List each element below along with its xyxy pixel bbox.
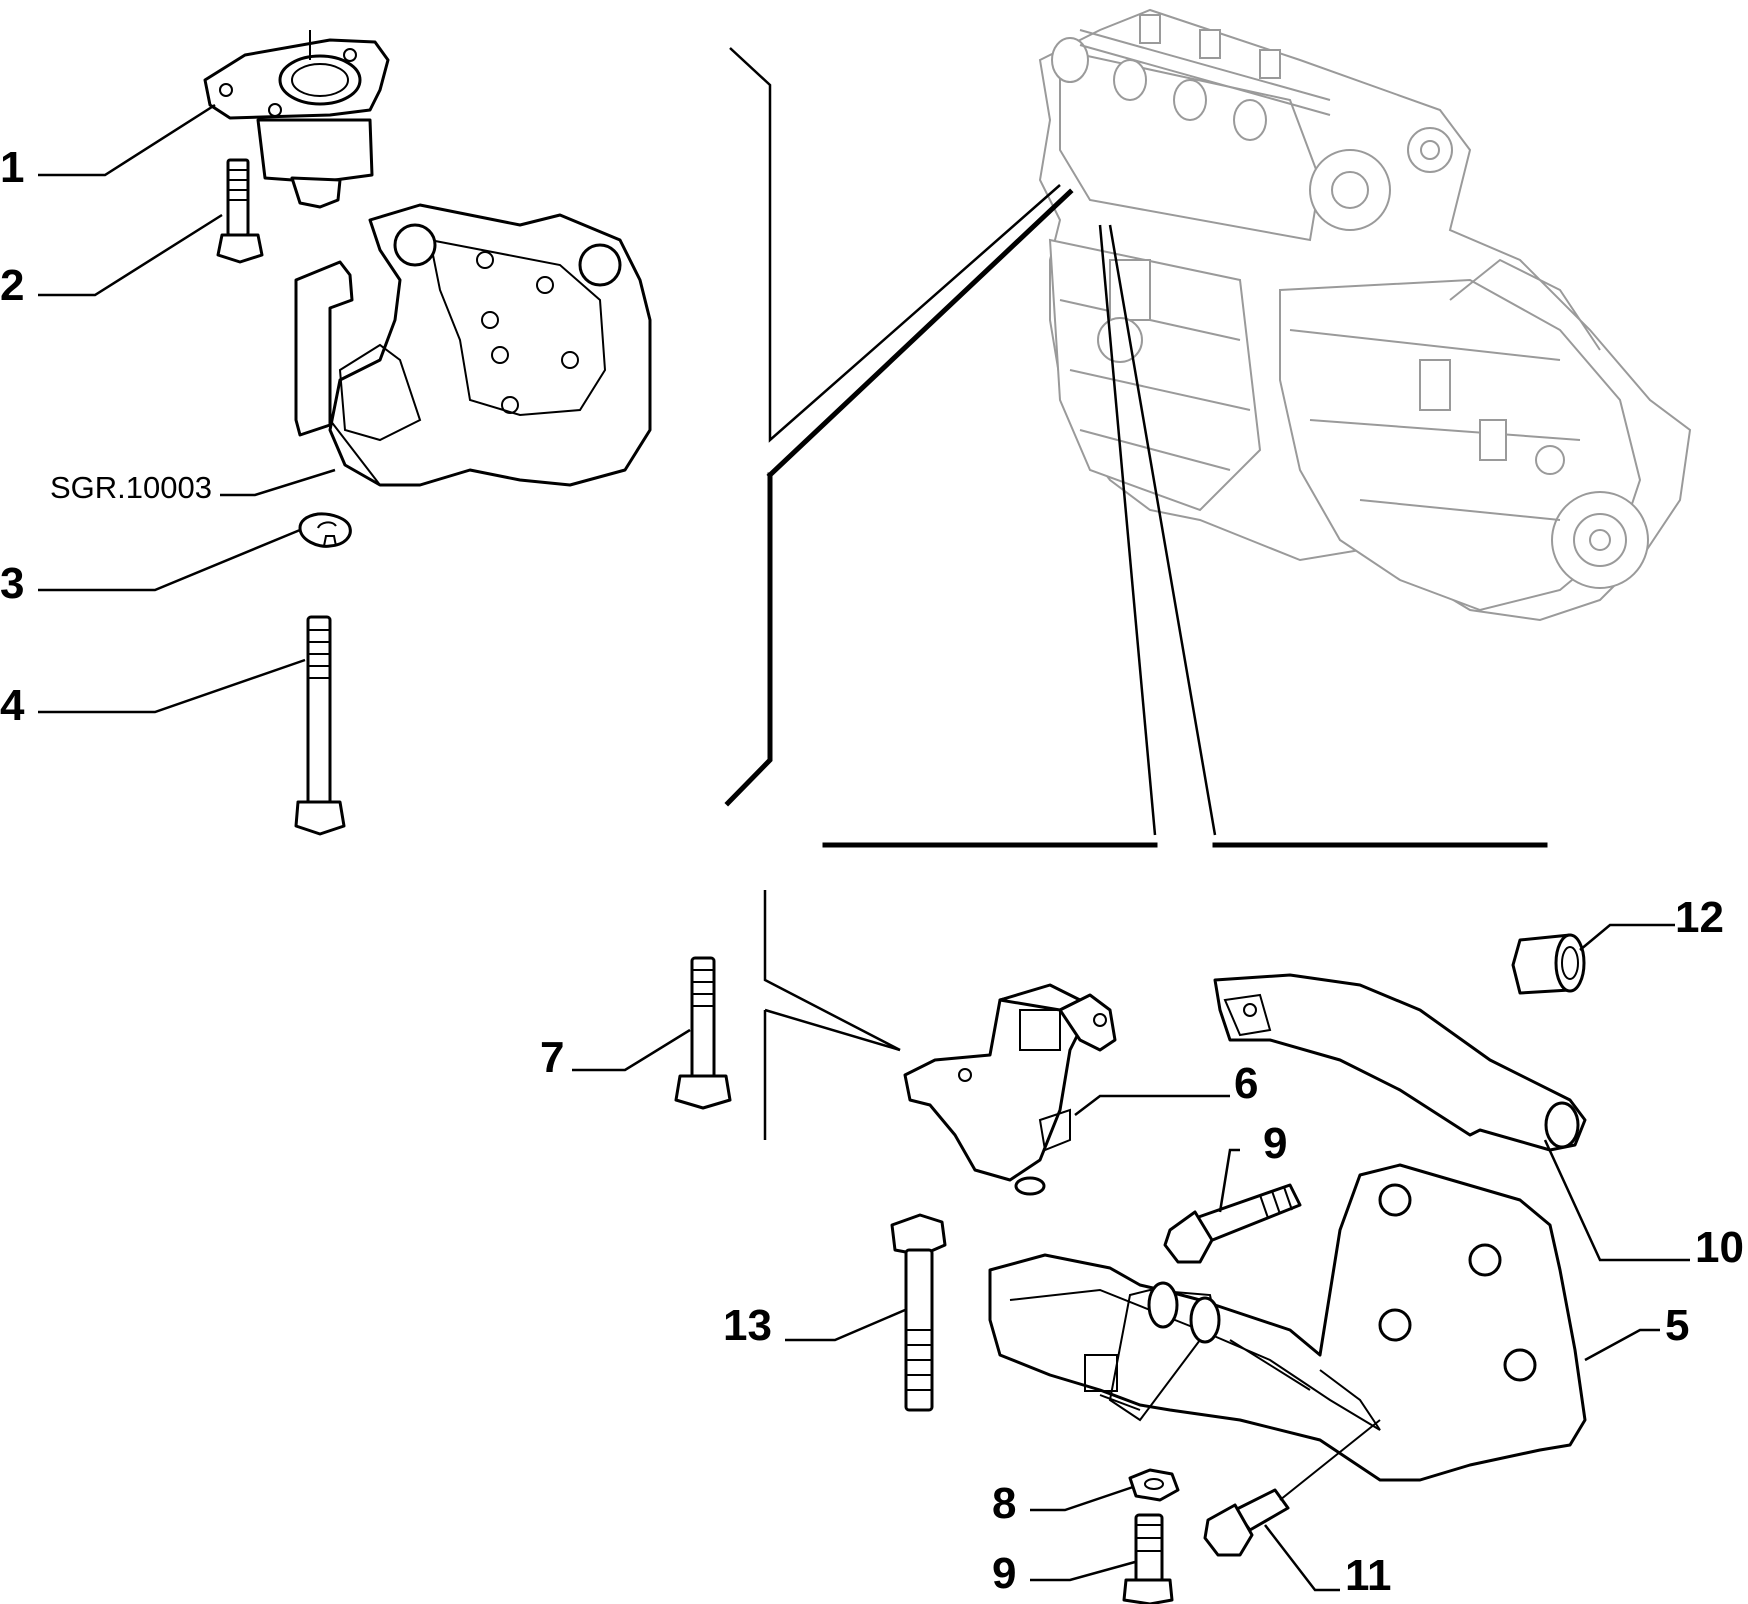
callout-9-upper: 9 [1263,1119,1287,1168]
callout-11: 11 [1345,1551,1392,1600]
part-2-screw-drawing [216,158,264,264]
callout-6: 6 [1234,1059,1258,1108]
callout-4: 4 [0,681,25,730]
callout-9-lower: 9 [992,1549,1016,1598]
callout-7: 7 [540,1033,564,1082]
part-11-screw-drawing [1203,1419,1381,1557]
callout-13: 13 [723,1301,772,1350]
leader-lines [38,103,1690,1592]
part-6-front-mount-drawing [903,983,1117,1196]
callout-12: 12 [1675,893,1724,942]
part-8-nut-drawing [1128,1468,1180,1502]
reference-label: SGR.10003 [50,470,212,505]
part-13-screw-drawing [890,1213,947,1412]
callout-3: 3 [0,559,24,608]
callout-1: 1 [0,143,24,192]
callout-numbers: 1 2 3 4 7 6 9 10 5 13 12 8 9 11 SGR.1000… [0,143,1744,1600]
part-5-main-bracket-drawing [988,1163,1587,1482]
part-9-lower-screw-drawing [1122,1513,1174,1604]
part-12-bush-drawing [1511,933,1586,995]
part-3-washer-drawing [298,512,352,548]
section-divider-lines [724,47,1548,1140]
callout-8: 8 [992,1479,1016,1528]
part-4-long-screw-drawing [294,615,346,836]
bracket-sgr-drawing [294,203,652,487]
callout-10: 10 [1695,1223,1744,1272]
part-7-screw-drawing [674,956,732,1110]
engine-assembly-drawing [1038,8,1692,622]
part-1-rubber-mount-drawing [203,30,390,209]
callout-5: 5 [1665,1301,1689,1350]
part-9-upper-screw-drawing [1163,1183,1302,1264]
callout-2: 2 [0,261,24,310]
